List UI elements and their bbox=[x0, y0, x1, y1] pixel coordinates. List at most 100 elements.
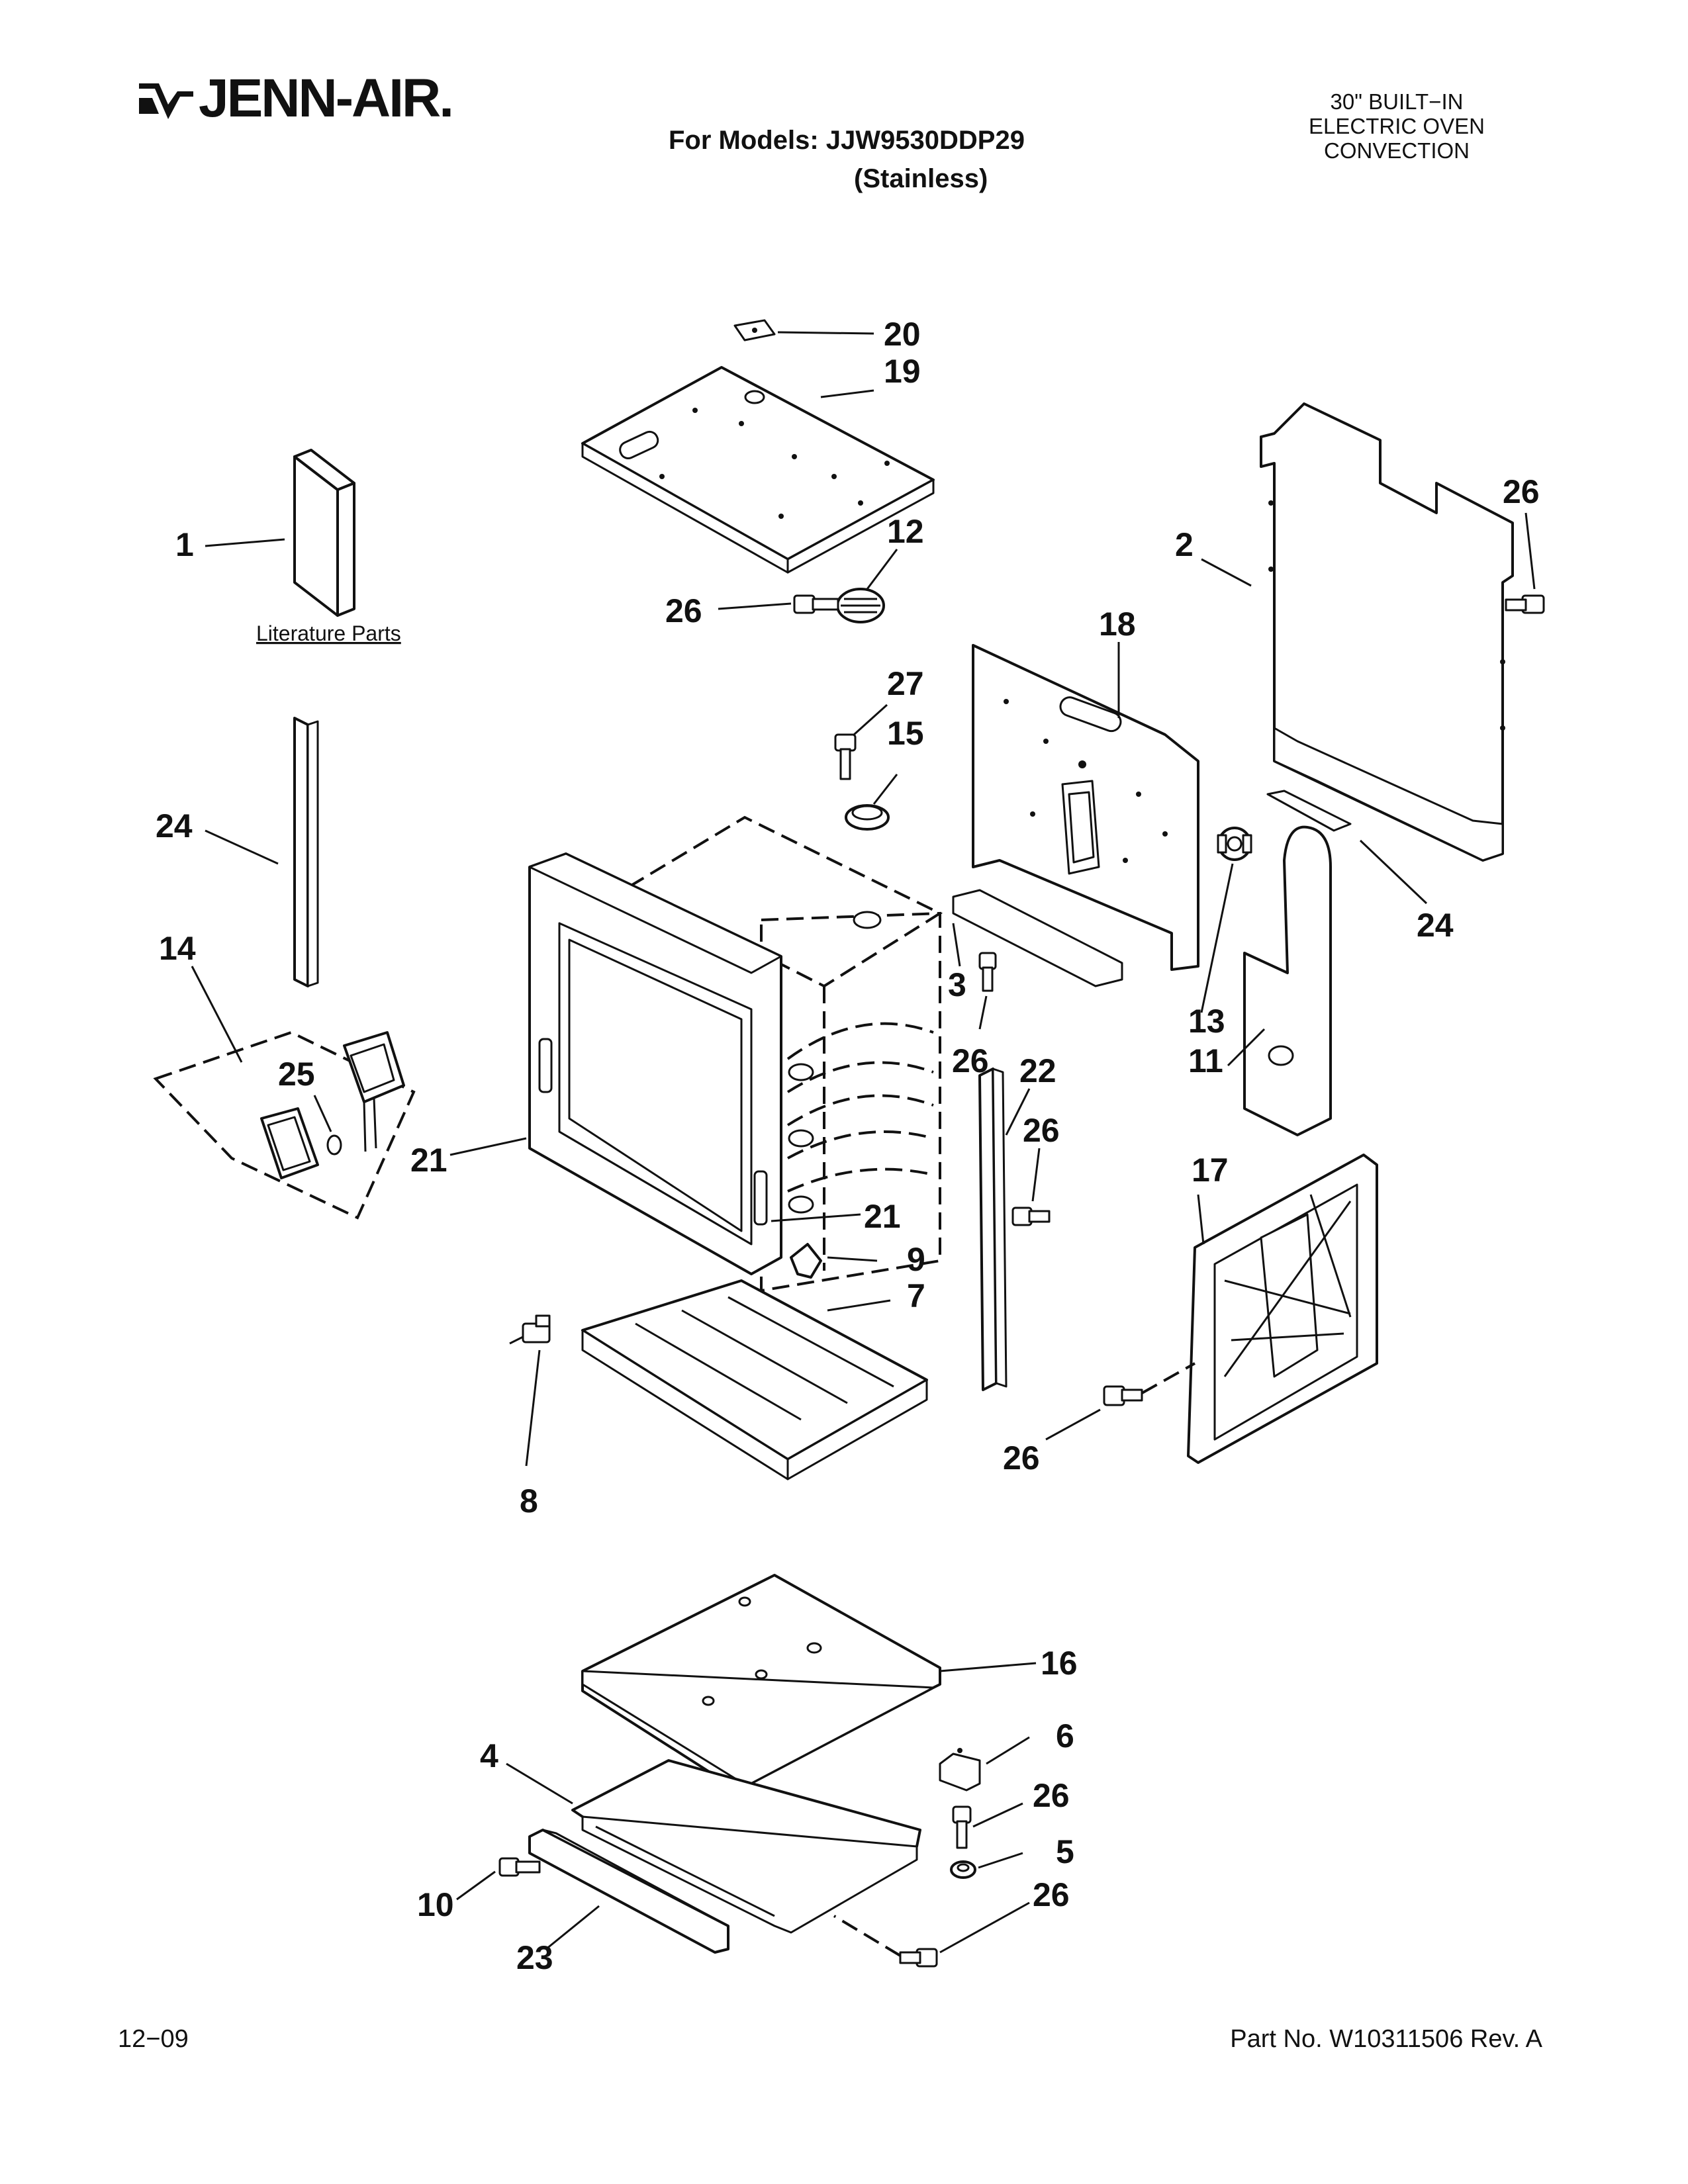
leader-10 bbox=[456, 1870, 496, 1901]
leader-24b bbox=[1359, 839, 1428, 905]
product-type-line-3: CONVECTION bbox=[1323, 138, 1470, 163]
part-26-screw-bottom-right bbox=[833, 1915, 938, 1968]
leader-11 bbox=[1227, 1028, 1266, 1067]
product-type-line-2: ELECTRIC OVEN bbox=[1309, 114, 1485, 138]
part-number: Part No. W10311506 Rev. A bbox=[1230, 2025, 1542, 2053]
part-5-clip bbox=[950, 1860, 976, 1879]
callout-19: 19 bbox=[884, 353, 921, 390]
part-19-top-plate bbox=[581, 366, 935, 574]
leader-26b bbox=[978, 995, 988, 1030]
part-8-door-switch bbox=[509, 1314, 551, 1345]
part-13-thermal-sensor bbox=[1217, 827, 1252, 861]
leader-12 bbox=[866, 549, 898, 590]
leader-15 bbox=[872, 774, 898, 805]
leader-8 bbox=[525, 1349, 541, 1467]
callout-11: 11 bbox=[1188, 1042, 1223, 1079]
callout-21-left: 21 bbox=[410, 1142, 447, 1179]
leader-14 bbox=[191, 966, 243, 1063]
callout-18: 18 bbox=[1099, 606, 1136, 643]
callout-26-door: 26 bbox=[1023, 1112, 1060, 1149]
leader-4 bbox=[506, 1762, 573, 1805]
part-2-back-shield bbox=[1260, 402, 1514, 862]
callout-26-right: 26 bbox=[1503, 473, 1540, 510]
callout-24-right: 24 bbox=[1417, 907, 1454, 944]
leader-26a bbox=[718, 602, 792, 610]
leader-17 bbox=[1197, 1194, 1205, 1245]
leader-16 bbox=[939, 1662, 1037, 1672]
part-15-lamp-socket bbox=[845, 804, 890, 831]
leader-26e bbox=[1045, 1408, 1101, 1441]
leader-9 bbox=[827, 1256, 878, 1262]
part-16-bottom-plate bbox=[581, 1574, 941, 1792]
part-22-trim-strip bbox=[978, 1068, 1008, 1391]
callout-6: 6 bbox=[1056, 1717, 1074, 1754]
callout-25: 25 bbox=[278, 1056, 315, 1093]
part-4-lower-frame bbox=[571, 1759, 921, 1934]
callout-1: 1 bbox=[175, 526, 194, 563]
part-26-screw-bottom bbox=[952, 1805, 972, 1849]
leader-1 bbox=[205, 538, 285, 547]
part-24-left-rail bbox=[293, 717, 319, 987]
leader-20 bbox=[777, 331, 874, 335]
callout-24-left: 24 bbox=[156, 807, 193, 844]
callout-26-mid: 26 bbox=[952, 1042, 989, 1079]
leader-21a bbox=[449, 1137, 527, 1156]
revision-date: 12−09 bbox=[118, 2025, 189, 2053]
callout-22: 22 bbox=[1019, 1052, 1056, 1089]
part-14-switch-assembly bbox=[153, 1030, 416, 1220]
part-23-front-rail bbox=[528, 1829, 729, 1954]
leader-26c bbox=[1524, 512, 1536, 590]
callout-5: 5 bbox=[1056, 1833, 1074, 1870]
callout-26-bottom: 26 bbox=[1033, 1777, 1070, 1814]
part-9-light-knob bbox=[790, 1243, 822, 1279]
callout-16: 16 bbox=[1041, 1645, 1078, 1682]
leader-3 bbox=[952, 923, 961, 967]
leader-25 bbox=[313, 1095, 332, 1132]
callout-20: 20 bbox=[884, 316, 921, 353]
leader-22 bbox=[1005, 1088, 1031, 1136]
part-10-screw bbox=[498, 1857, 541, 1877]
part-17-convection-cover bbox=[1187, 1154, 1378, 1464]
part-21-hinge-left bbox=[538, 1038, 553, 1093]
literature-parts-label: Literature Parts bbox=[256, 621, 401, 645]
leader-26d bbox=[1031, 1148, 1041, 1202]
leader-6 bbox=[986, 1736, 1030, 1765]
part-12-vent-grille bbox=[836, 588, 885, 623]
model-finish: (Stainless) bbox=[854, 164, 988, 193]
callout-23: 23 bbox=[516, 1939, 553, 1976]
part-26-screw-door bbox=[1011, 1206, 1051, 1226]
part-6-bracket bbox=[939, 1748, 981, 1792]
callout-14: 14 bbox=[159, 930, 196, 967]
callout-26-top: 26 bbox=[665, 592, 702, 629]
callout-27: 27 bbox=[887, 665, 924, 702]
part-26-screw-mid bbox=[978, 952, 997, 992]
leader-24a bbox=[205, 829, 279, 865]
callout-3: 3 bbox=[948, 966, 966, 1003]
callout-7: 7 bbox=[907, 1277, 925, 1314]
callout-17: 17 bbox=[1192, 1152, 1229, 1189]
leader-2 bbox=[1201, 558, 1252, 587]
part-27-screw bbox=[834, 733, 857, 780]
leader-23 bbox=[545, 1905, 600, 1950]
oven-cavity bbox=[528, 815, 943, 1293]
product-type-line-1: 30" BUILT−IN bbox=[1330, 89, 1464, 114]
part-7-bottom-tray bbox=[581, 1279, 928, 1480]
part-3-rear-bracket bbox=[952, 889, 1123, 987]
leader-26g bbox=[939, 1901, 1030, 1954]
brand-logo-text: JENN-AIR. bbox=[199, 68, 454, 128]
callout-10: 10 bbox=[417, 1886, 454, 1923]
callout-26-cover: 26 bbox=[1003, 1439, 1040, 1477]
part-20-label-plate bbox=[733, 319, 776, 341]
part-26-screw-right bbox=[1505, 594, 1545, 614]
leader-13 bbox=[1200, 863, 1234, 1013]
callout-21-right: 21 bbox=[864, 1198, 901, 1235]
callout-12: 12 bbox=[887, 513, 924, 550]
part-26-screw-top bbox=[793, 594, 839, 614]
part-18-rear-panel bbox=[972, 644, 1199, 971]
model-number-title: For Models: JJW9530DDP29 bbox=[669, 126, 1025, 155]
part-26-screw-cover bbox=[1103, 1362, 1196, 1406]
part-21-hinge-right bbox=[753, 1170, 768, 1226]
leader-26f bbox=[972, 1802, 1023, 1828]
